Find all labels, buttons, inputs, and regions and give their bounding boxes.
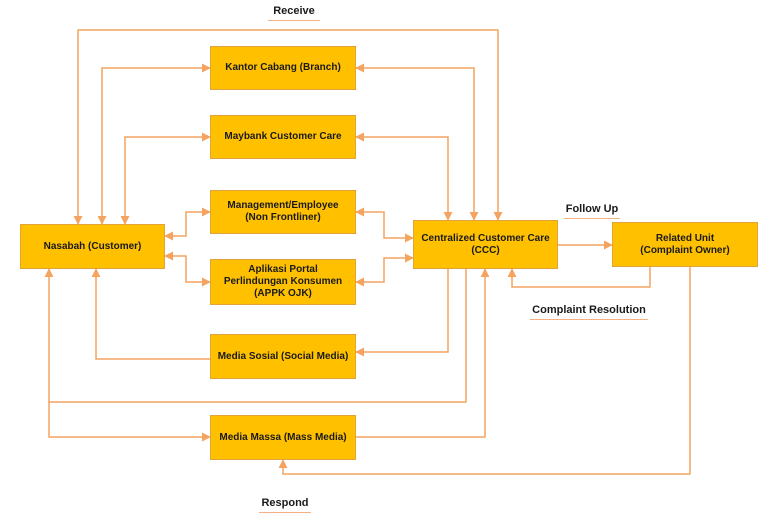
label-respond-underline <box>259 512 311 513</box>
arrow-complaint-resolution <box>507 267 651 288</box>
arrow-respond-ccc-nasabah <box>44 268 467 403</box>
node-media-sosial: Media Sosial (Social Media) <box>210 334 356 379</box>
node-ccc: Centralized Customer Care (CCC) <box>413 220 558 269</box>
arrow-massa-ccc <box>356 268 490 438</box>
arrow-kantor-ccc <box>355 63 479 221</box>
label-follow-up-underline <box>564 218 620 219</box>
node-related-unit: Related Unit (Complaint Owner) <box>612 222 758 267</box>
arrow-appk-ccc <box>355 253 414 287</box>
label-follow-up: Follow Up <box>565 203 619 215</box>
label-complaint-resolution: Complaint Resolution <box>532 304 646 316</box>
node-maybank-customer-care: Maybank Customer Care <box>210 115 356 159</box>
arrow-nasabah-kantor <box>97 63 211 225</box>
arrow-nasabah-management <box>164 207 211 241</box>
arrow-ccc-sosial <box>355 269 449 357</box>
label-respond: Respond <box>261 497 309 509</box>
arrow-related-massa <box>278 267 691 475</box>
arrow-maybank-ccc <box>355 132 453 221</box>
node-kantor-cabang: Kantor Cabang (Branch) <box>210 46 356 90</box>
arrow-nasabah-massa <box>48 402 211 442</box>
arrow-nasabah-maybank <box>120 132 211 225</box>
arrow-management-ccc <box>355 207 414 243</box>
arrow-nasabah-sosial <box>91 268 210 360</box>
node-media-massa: Media Massa (Mass Media) <box>210 415 356 460</box>
arrow-nasabah-appk <box>164 251 211 287</box>
label-receive: Receive <box>273 5 315 17</box>
node-appk-ojk: Aplikasi Portal Perlindungan Konsumen (A… <box>210 259 356 305</box>
node-nasabah: Nasabah (Customer) <box>20 224 165 269</box>
label-complaint-resolution-underline <box>530 319 648 320</box>
node-management-employee: Management/Employee (Non Frontliner) <box>210 190 356 234</box>
arrow-receive-loop <box>73 29 503 225</box>
label-receive-underline <box>268 20 320 21</box>
